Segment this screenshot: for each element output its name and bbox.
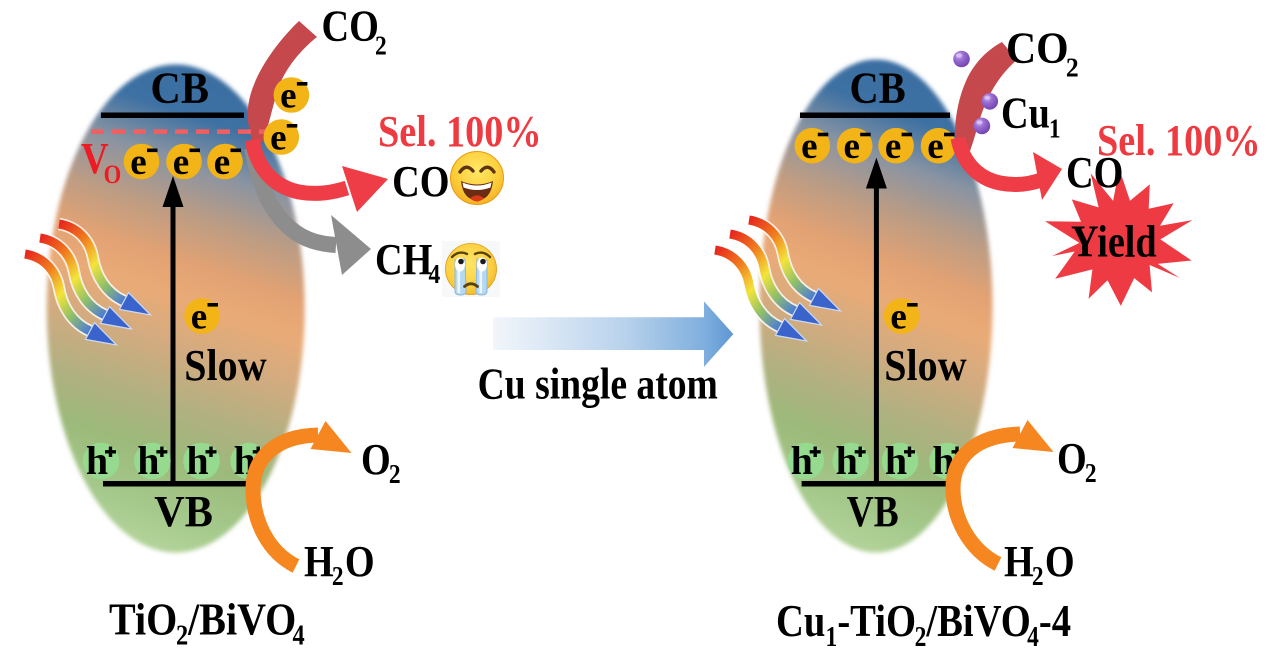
svg-text:2: 2 — [915, 621, 927, 652]
svg-text:H: H — [1004, 537, 1034, 586]
svg-text:Sel. 100%: Sel. 100% — [378, 107, 542, 156]
svg-text:Sel. 100%: Sel. 100% — [1097, 116, 1261, 165]
svg-text:Yield: Yield — [1071, 218, 1157, 268]
svg-text:2: 2 — [375, 31, 387, 61]
svg-text:O: O — [345, 537, 375, 586]
svg-text:2: 2 — [1032, 562, 1044, 592]
svg-text:1: 1 — [1049, 114, 1061, 144]
svg-text:/BiVO: /BiVO — [187, 595, 296, 645]
svg-text:CH: CH — [375, 235, 432, 284]
svg-text:CO: CO — [1066, 148, 1123, 197]
svg-text:VB: VB — [847, 487, 899, 535]
svg-text:4: 4 — [293, 620, 305, 651]
svg-text:CB: CB — [850, 64, 906, 113]
svg-text:O: O — [1045, 537, 1075, 586]
svg-text:O: O — [1057, 434, 1087, 483]
svg-text:Cu single atom: Cu single atom — [478, 360, 718, 408]
svg-text:O: O — [104, 160, 122, 189]
svg-text:2: 2 — [176, 620, 188, 651]
svg-text:2: 2 — [1085, 459, 1097, 489]
svg-text:H: H — [304, 537, 334, 586]
svg-text:1: 1 — [826, 621, 838, 652]
svg-text:4: 4 — [1027, 621, 1039, 652]
svg-text:2: 2 — [1066, 53, 1079, 83]
svg-text:CO: CO — [392, 156, 449, 205]
svg-text:-TiO: -TiO — [837, 596, 916, 647]
svg-text:Slow: Slow — [884, 342, 967, 390]
svg-text:Cu: Cu — [776, 596, 825, 647]
svg-text:O: O — [361, 435, 391, 484]
svg-text:-4: -4 — [1039, 596, 1071, 647]
svg-text:2: 2 — [332, 562, 344, 592]
svg-text:4: 4 — [429, 260, 441, 290]
svg-text:CO: CO — [322, 1, 379, 50]
svg-text:2: 2 — [389, 460, 401, 490]
svg-text:/BiVO: /BiVO — [925, 596, 1030, 647]
svg-text:TiO: TiO — [109, 595, 177, 645]
svg-text:VB: VB — [154, 488, 213, 536]
svg-text:Slow: Slow — [184, 342, 267, 390]
svg-text:CO: CO — [1006, 25, 1069, 73]
svg-text:CB: CB — [150, 65, 209, 113]
svg-text:V: V — [81, 133, 109, 182]
svg-text:Cu: Cu — [1001, 88, 1050, 137]
